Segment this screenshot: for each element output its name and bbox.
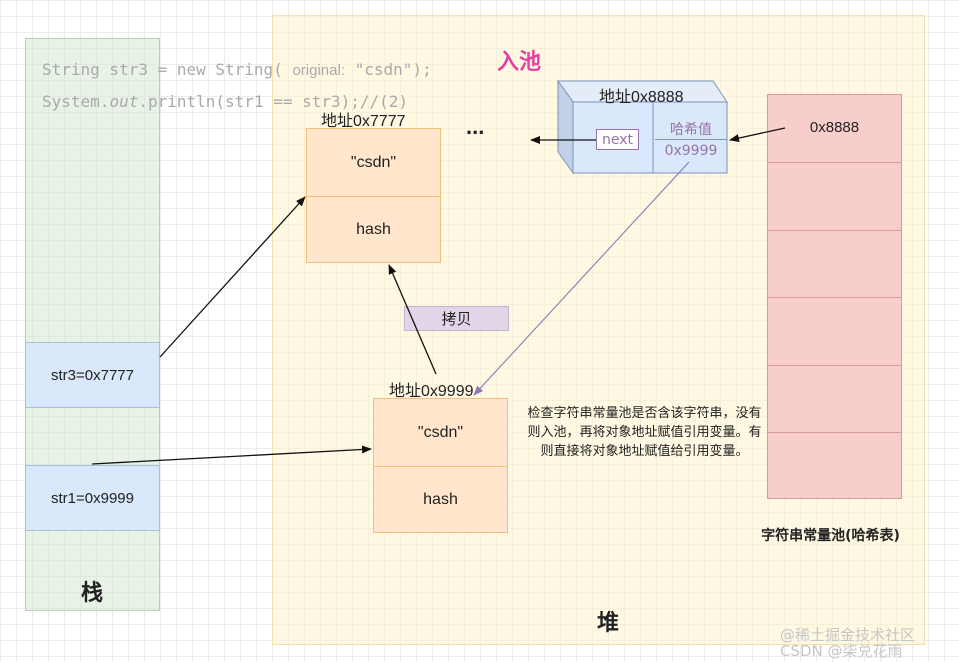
into-pool-label: 入池 bbox=[497, 50, 542, 75]
arrow-str1-to-lower bbox=[91, 445, 372, 465]
object-hash-upper: hash bbox=[356, 220, 391, 238]
stack-title: 栈 bbox=[80, 581, 103, 606]
watermark-juejin: @稀土掘金技术社区 bbox=[780, 626, 916, 644]
object-value-upper: "csdn" bbox=[350, 153, 397, 171]
pool-row-divider bbox=[768, 432, 901, 433]
object-hash-lower: hash bbox=[423, 490, 458, 508]
object-address-upper: 地址0x7777 bbox=[321, 113, 406, 130]
copy-label: 拷贝 bbox=[404, 306, 509, 331]
pool-row-divider bbox=[768, 365, 901, 366]
arrow-pool-to-entry bbox=[729, 127, 786, 142]
pool-row-divider bbox=[768, 297, 901, 298]
pool-row-divider bbox=[768, 230, 901, 231]
pool-row-divider bbox=[768, 162, 901, 163]
pool-cell-0: 0x8888 bbox=[809, 119, 860, 136]
pool-check-note: 检查字符串常量池是否含该字符串，没有则入池，再将对象地址赋值引用变量。有则直接将… bbox=[527, 406, 762, 459]
code-line-2-pre: System. bbox=[42, 92, 110, 111]
string-pool-table: 0x8888 bbox=[767, 94, 902, 499]
string-pool-title: 字符串常量池(哈希表) bbox=[761, 528, 900, 544]
object-address-lower: 地址0x9999 bbox=[389, 383, 474, 400]
stack-var-str3: str3=0x7777 bbox=[25, 342, 160, 408]
code-param-hint: original: bbox=[292, 62, 345, 79]
heap-title: 堆 bbox=[596, 611, 619, 636]
code-line-2-post: .println(str1 == str3);//(2) bbox=[138, 92, 409, 111]
code-line-2-italic: out bbox=[109, 92, 139, 111]
code-line-1-post: "csdn"); bbox=[344, 60, 432, 79]
stack-var-str1: str1=0x9999 bbox=[25, 465, 160, 531]
arrow-copy-to-upper bbox=[388, 264, 437, 375]
heap-object-lower: "csdn" hash bbox=[373, 398, 508, 533]
pool-entry-hash-value: 0x9999 bbox=[664, 143, 718, 159]
code-line-1-pre: String str3 = new String( bbox=[42, 60, 293, 79]
object-divider-upper bbox=[307, 196, 440, 197]
code-line-1: String str3 = new String( original: "csd… bbox=[42, 60, 432, 79]
heap-object-upper: "csdn" hash bbox=[306, 128, 441, 263]
ellipsis: ... bbox=[466, 114, 485, 139]
arrow-str3-to-upper bbox=[159, 196, 306, 358]
pool-entry-hash-label: 哈希值 bbox=[655, 118, 727, 140]
watermark-csdn: CSDN @柒兑花雨 bbox=[780, 642, 903, 660]
object-value-lower: "csdn" bbox=[417, 423, 464, 441]
code-line-2: System.out.println(str1 == str3);//(2) bbox=[42, 92, 408, 111]
pool-entry-next: next bbox=[596, 129, 639, 150]
pool-entry-address: 地址0x8888 bbox=[599, 89, 684, 106]
object-divider-lower bbox=[374, 466, 507, 467]
arrow-hash-to-lower bbox=[473, 161, 690, 396]
